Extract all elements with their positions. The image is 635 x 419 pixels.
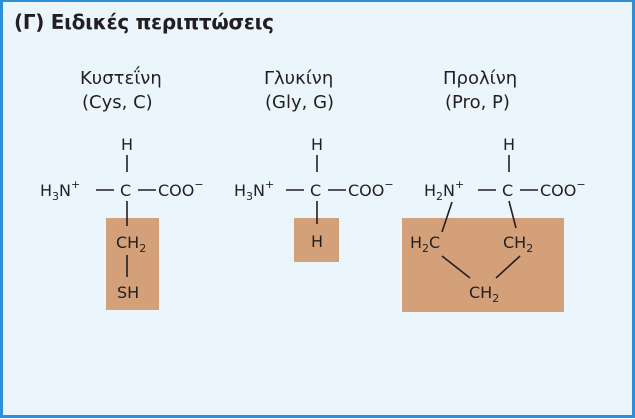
glycine-amine-n: N	[253, 181, 265, 200]
glycine-carboxyl: COO−	[348, 178, 394, 200]
glycine-name: Γλυκίνη	[264, 68, 333, 89]
cysteine-amine-sub: 3	[52, 190, 59, 203]
proline-bond-c-ring	[508, 200, 517, 229]
proline-name: Προλίνη	[443, 68, 517, 89]
cysteine-top-h: H	[121, 135, 133, 154]
proline-amine-h: H	[424, 181, 436, 200]
glycine-side-h: H	[311, 232, 323, 251]
proline-amine-charge: +	[455, 178, 464, 191]
cysteine-name: Κυστεΐνη	[80, 66, 162, 89]
glycine-side-chain-box	[294, 218, 339, 262]
proline-structure: Προλίνη (Pro, P) H H2N+ C COO− H2C CH2 C…	[402, 68, 586, 312]
proline-ring-right-ch: CH	[503, 233, 526, 252]
cysteine-side-ch: CH	[116, 233, 139, 252]
glycine-amine-sub: 3	[246, 190, 253, 203]
proline-ring-bottom-ch: CH	[469, 283, 492, 302]
cysteine-structure: Κυστεΐνη (Cys, C) H H3N+ C COO− CH2 SH	[40, 66, 204, 310]
cysteine-side-sh: SH	[117, 283, 139, 302]
glycine-carboxyl-charge: −	[384, 178, 393, 191]
cysteine-side-chain-box	[106, 218, 159, 310]
proline-ring-bottom-sub: 2	[492, 292, 499, 305]
glycine-amine: H3N+	[234, 178, 274, 203]
glycine-code: (Gly, G)	[265, 92, 334, 113]
cysteine-amine-h: H	[40, 181, 52, 200]
proline-code: (Pro, P)	[445, 92, 510, 113]
glycine-structure: Γλυκίνη (Gly, G) H H3N+ C COO− H	[234, 68, 394, 262]
glycine-top-h: H	[311, 135, 323, 154]
glycine-amine-h: H	[234, 181, 246, 200]
section-heading: (Γ) Ειδικές περιπτώσεις	[14, 10, 274, 34]
cysteine-carboxyl-coo: COO	[158, 181, 194, 200]
cysteine-carboxyl-charge: −	[194, 178, 203, 191]
cysteine-side-carbon: CH2	[116, 233, 146, 255]
proline-amine-n: N	[443, 181, 455, 200]
proline-alpha-c: C	[502, 181, 513, 200]
proline-amine-sub: 2	[436, 190, 443, 203]
proline-ring-left: H2C	[410, 233, 440, 255]
proline-ring-right-sub: 2	[526, 242, 533, 255]
proline-top-h: H	[503, 135, 515, 154]
cysteine-amine: H3N+	[40, 178, 80, 203]
cysteine-amine-charge: +	[71, 178, 80, 191]
glycine-carboxyl-coo: COO	[348, 181, 384, 200]
proline-bond-ring-right-bottom	[495, 255, 521, 279]
proline-ring-left-c: C	[429, 233, 440, 252]
proline-carboxyl: COO−	[540, 178, 586, 200]
cysteine-side-ch-sub: 2	[139, 242, 146, 255]
glycine-amine-charge: +	[265, 178, 274, 191]
proline-bond-ring-left-bottom	[441, 255, 471, 279]
proline-ring-right: CH2	[503, 233, 533, 255]
glycine-alpha-c: C	[310, 181, 321, 200]
proline-ring-left-h: H	[410, 233, 422, 252]
proline-amine: H2N+	[424, 178, 464, 203]
proline-carboxyl-charge: −	[576, 178, 585, 191]
proline-side-chain-box	[402, 218, 564, 312]
cysteine-code: (Cys, C)	[82, 92, 153, 113]
cysteine-carboxyl: COO−	[158, 178, 204, 200]
cysteine-amine-n: N	[59, 181, 71, 200]
proline-bond-n-ring	[441, 201, 453, 233]
proline-ring-left-sub: 2	[422, 242, 429, 255]
proline-carboxyl-coo: COO	[540, 181, 576, 200]
cysteine-alpha-c: C	[120, 181, 131, 200]
proline-ring-bottom: CH2	[469, 283, 499, 305]
